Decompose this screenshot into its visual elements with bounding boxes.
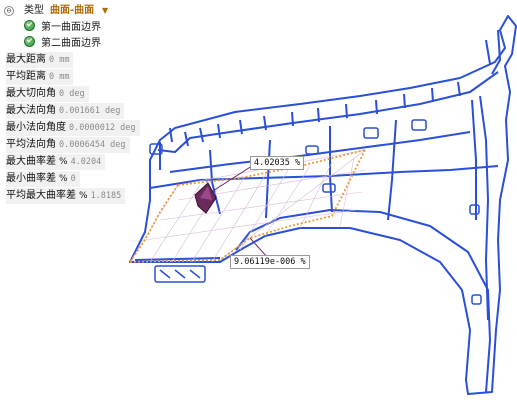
- curvature-porcupine: [129, 149, 366, 263]
- chevron-down-icon[interactable]: ▼: [102, 6, 109, 15]
- stat-label: 最大法向角: [6, 105, 56, 116]
- stat-min-curvature-diff: 最小曲率差%0: [6, 171, 80, 187]
- stat-value: 0.001661 deg: [59, 106, 121, 116]
- stat-label: 最大曲率差: [6, 156, 56, 167]
- stat-unit: %: [59, 174, 68, 184]
- stat-label: 最大距离: [6, 54, 46, 65]
- stat-label: 最大切向角: [6, 88, 56, 99]
- stat-max-curvature-diff: 最大曲率差%4.0204: [6, 154, 106, 170]
- stat-value: 0.0006454 deg: [59, 140, 126, 150]
- max-curvature-marker: [194, 182, 217, 214]
- type-label: 类型: [24, 5, 44, 16]
- stat-label: 平均法向角: [6, 139, 56, 150]
- stat-value: 0.0000012 deg: [69, 123, 136, 133]
- tree-item-label: 第二曲面边界: [41, 38, 101, 49]
- collapse-icon[interactable]: ⊖: [4, 6, 14, 16]
- min-curvature-label[interactable]: 9.06119e-006 %: [230, 255, 310, 269]
- stat-value: 0 mm: [49, 72, 70, 82]
- type-row[interactable]: ⊖ 类型 曲面-曲面 ▼: [0, 4, 160, 18]
- stat-unit: %: [59, 157, 68, 167]
- stat-value: 0 mm: [49, 55, 70, 65]
- surface-boundary: [129, 149, 366, 263]
- stat-unit: %: [79, 191, 88, 201]
- stat-value: 0: [70, 174, 76, 184]
- stat-label: 最小法向角度: [6, 122, 66, 133]
- stat-label: 最小曲率差: [6, 173, 56, 184]
- stat-label: 平均距离: [6, 71, 46, 82]
- max-curvature-label[interactable]: 4.02035 %: [250, 156, 305, 170]
- stat-value: 0 deg: [59, 89, 85, 99]
- tree-item-second-boundary[interactable]: 第二曲面边界: [24, 36, 101, 50]
- leader-lines: [204, 163, 269, 259]
- stat-value: 1.8185: [90, 191, 122, 201]
- stat-value: 4.0204: [70, 157, 102, 167]
- stat-avg-max-curvature-diff: 平均最大曲率差%1.8185: [6, 188, 126, 204]
- tree-item-label: 第一曲面边界: [41, 22, 101, 33]
- fender-features: [149, 119, 482, 305]
- type-value[interactable]: 曲面-曲面: [50, 5, 95, 16]
- stat-label: 平均最大曲率差: [6, 190, 76, 201]
- check-circle-icon: [24, 36, 35, 47]
- tree-item-first-boundary[interactable]: 第一曲面边界: [24, 20, 101, 34]
- check-circle-icon: [24, 20, 35, 31]
- fender-wireframe: [129, 15, 517, 395]
